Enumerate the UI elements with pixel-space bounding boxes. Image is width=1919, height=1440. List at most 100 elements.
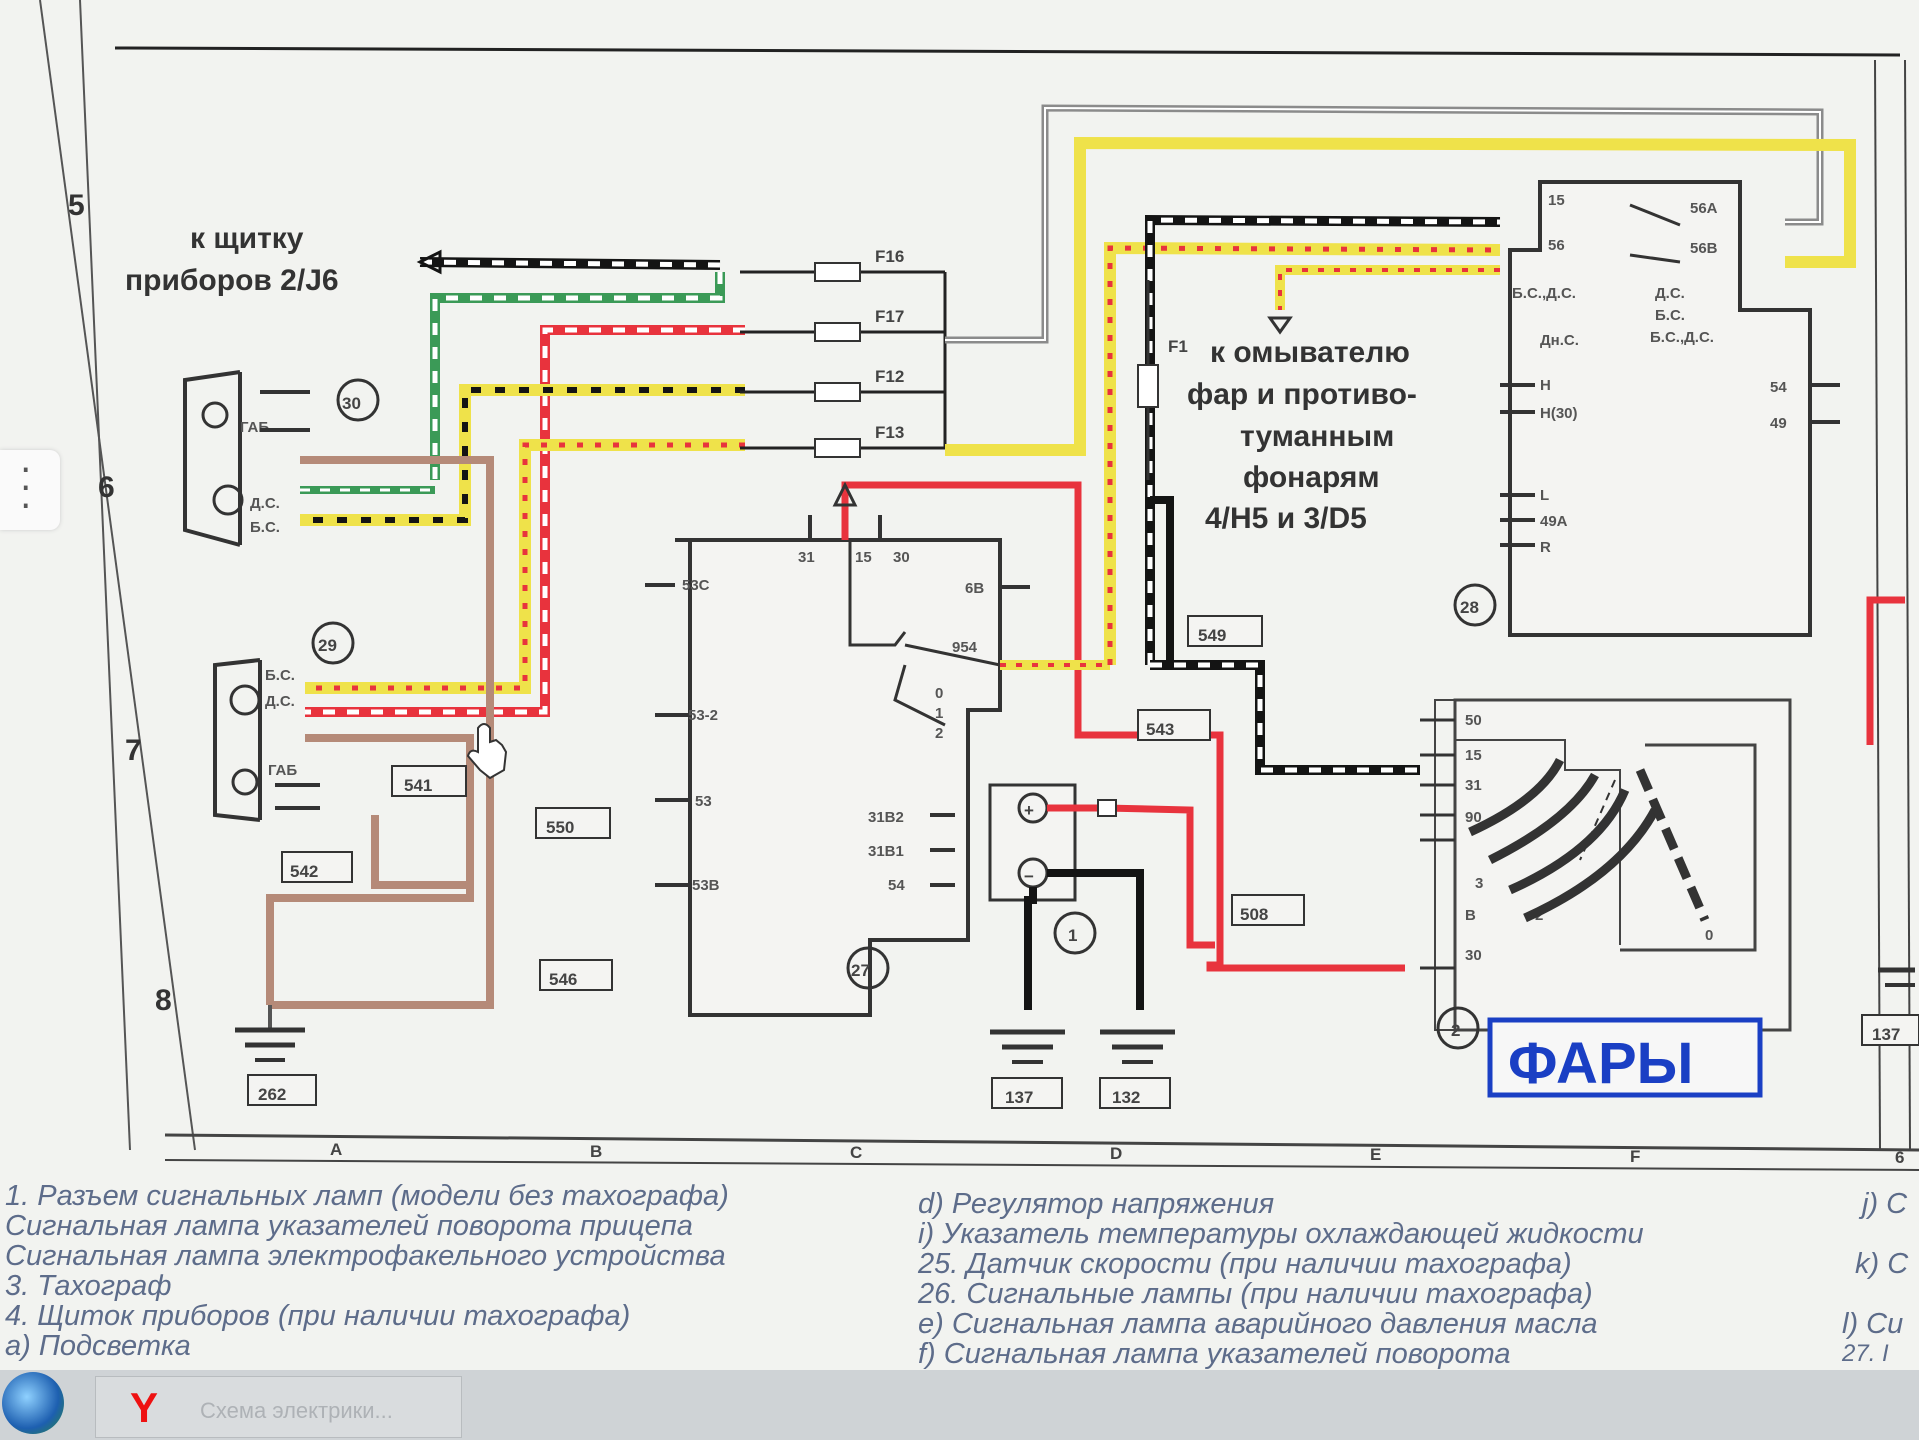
to-cluster-label: к щитку bbox=[190, 222, 304, 255]
svg-text:50: 50 bbox=[1465, 712, 1482, 729]
fuse-f16: F16 bbox=[740, 247, 945, 282]
svg-text:2: 2 bbox=[935, 725, 943, 742]
svg-text:53B: 53B bbox=[692, 877, 720, 894]
svg-text:ГАБ: ГАБ bbox=[240, 419, 269, 436]
svg-text:+: + bbox=[1024, 801, 1034, 820]
to-washer-label: туманным bbox=[1240, 420, 1394, 453]
legend-item: j) C bbox=[1862, 1188, 1908, 1220]
diagram-title: ФАРЫ bbox=[1487, 1017, 1763, 1098]
node-28: 28 bbox=[1460, 598, 1479, 617]
fuse-f17: F17 bbox=[740, 307, 945, 342]
column-letter: B bbox=[590, 1142, 602, 1161]
legend-item: d) Регулятор напряжения bbox=[918, 1188, 1275, 1220]
svg-text:954: 954 bbox=[952, 639, 978, 656]
legend-item: 27. I bbox=[1842, 1340, 1889, 1367]
connector-541: 541 bbox=[391, 765, 467, 797]
svg-text:−: − bbox=[1024, 867, 1034, 886]
svg-text:Д.С.: Д.С. bbox=[1655, 285, 1685, 302]
svg-text:15: 15 bbox=[855, 549, 872, 566]
to-washer-label: к омывателю bbox=[1210, 336, 1410, 369]
lamp-unit-29: Б.С. Д.С. ГАБ bbox=[213, 658, 320, 822]
svg-text:F12: F12 bbox=[875, 367, 904, 386]
node-1: 1 bbox=[1068, 926, 1077, 945]
svg-text:Д.С.: Д.С. bbox=[250, 495, 280, 512]
svg-text:L: L bbox=[1540, 487, 1549, 504]
svg-text:F17: F17 bbox=[875, 307, 904, 326]
row-number: 5 bbox=[68, 189, 85, 222]
svg-text:56B: 56B bbox=[1690, 240, 1718, 257]
ground-137: 137 bbox=[990, 1029, 1065, 1109]
legend-item: 4. Щиток приборов (при наличии тахографа… bbox=[5, 1300, 631, 1332]
svg-text:15: 15 bbox=[1465, 747, 1482, 764]
fuse-f1: F1 bbox=[1137, 280, 1188, 480]
svg-text:53-2: 53-2 bbox=[688, 707, 718, 724]
column-letter: C bbox=[850, 1143, 862, 1162]
svg-text:546: 546 bbox=[549, 970, 577, 989]
svg-text:543: 543 bbox=[1146, 720, 1174, 739]
svg-text:31: 31 bbox=[1465, 777, 1482, 794]
svg-text:56A: 56A bbox=[1690, 200, 1718, 217]
svg-text:137: 137 bbox=[1005, 1088, 1033, 1107]
column-letter: F bbox=[1630, 1147, 1640, 1166]
svg-text:Б.С.: Б.С. bbox=[265, 667, 295, 684]
svg-text:550: 550 bbox=[546, 818, 574, 837]
svg-text:56: 56 bbox=[1548, 237, 1565, 254]
svg-text:31B2: 31B2 bbox=[868, 809, 904, 826]
column-letter: D bbox=[1110, 1144, 1122, 1163]
legend-item: k) C bbox=[1855, 1248, 1909, 1280]
lamp-unit-30: ГАБ Д.С. Б.С. bbox=[183, 370, 310, 547]
legend-item: l) Си bbox=[1842, 1308, 1904, 1340]
svg-text:54: 54 bbox=[1770, 379, 1787, 396]
row-number: 8 bbox=[155, 984, 172, 1017]
svg-text:Д.С.: Д.С. bbox=[265, 693, 295, 710]
connector-543: 543 bbox=[1137, 709, 1211, 741]
legend-item: 1. Разъем сигнальных ламп (модели без та… bbox=[5, 1180, 729, 1212]
taskbar-window-title: Схема электрики... bbox=[200, 1398, 393, 1423]
side-menu-dots-icon[interactable]: ··· bbox=[0, 450, 60, 530]
to-washer-label: 4/H5 и 3/D5 bbox=[1205, 502, 1367, 535]
connector-542: 542 bbox=[281, 851, 353, 883]
ground-262: 262 bbox=[235, 1027, 317, 1106]
legend-item: f) Сигнальная лампа указателей поворота bbox=[918, 1338, 1511, 1370]
node-30: 30 bbox=[342, 394, 361, 413]
to-washer-label: фар и противо- bbox=[1187, 378, 1417, 411]
legend-item: Сигнальная лампа указателей поворота при… bbox=[5, 1210, 693, 1242]
legend-item: a) Подсветка bbox=[5, 1330, 191, 1362]
legend-item: i) Указатель температуры охлаждающей жид… bbox=[918, 1218, 1644, 1250]
svg-text:90: 90 bbox=[1465, 809, 1482, 826]
legend-item: 26. Сигнальные лампы (при наличии тахогр… bbox=[918, 1278, 1593, 1310]
svg-text:6B: 6B bbox=[965, 580, 984, 597]
svg-text:F16: F16 bbox=[875, 247, 904, 266]
legend: 1. Разъем сигнальных ламп (модели без та… bbox=[0, 1180, 1919, 1370]
svg-text:F1: F1 bbox=[1168, 337, 1188, 356]
svg-text:ГАБ: ГАБ bbox=[268, 762, 297, 779]
row-number: 7 bbox=[125, 734, 142, 767]
block-28: 15 56 56A 56B Б.С.,Д.С. Д.С. Б.С. Б.С.,Д… bbox=[1500, 180, 1840, 637]
connector-550: 550 bbox=[535, 807, 611, 839]
svg-text:31: 31 bbox=[798, 549, 815, 566]
svg-text:B: B bbox=[1465, 907, 1476, 924]
svg-text:262: 262 bbox=[258, 1085, 286, 1104]
svg-text:31B1: 31B1 bbox=[868, 843, 904, 860]
svg-text:1: 1 bbox=[935, 705, 943, 722]
taskbar-window-button[interactable] bbox=[95, 1376, 462, 1438]
svg-text:53C: 53C bbox=[682, 577, 710, 594]
cursor-hand-icon bbox=[466, 723, 508, 780]
svg-text:Дн.С.: Дн.С. bbox=[1540, 332, 1579, 349]
connector-508: 508 bbox=[1231, 894, 1305, 926]
svg-text:53: 53 bbox=[695, 793, 712, 810]
column-letter: 6 bbox=[1895, 1148, 1904, 1167]
start-button-globe-icon[interactable] bbox=[2, 1372, 64, 1434]
svg-text:541: 541 bbox=[404, 776, 432, 795]
svg-text:542: 542 bbox=[290, 862, 318, 881]
svg-text:0: 0 bbox=[1705, 927, 1713, 944]
svg-text:H: H bbox=[1540, 377, 1551, 394]
svg-text:Б.С.,Д.С.: Б.С.,Д.С. bbox=[1650, 329, 1714, 346]
yandex-browser-icon: Y bbox=[130, 1384, 159, 1431]
node-27: 27 bbox=[851, 961, 870, 980]
fuse-f12: F12 bbox=[740, 367, 945, 402]
block-27: 53C 53-2 53 53B 31 15 30 6B 954 0 1 2 31… bbox=[645, 515, 1030, 1017]
svg-text:0: 0 bbox=[935, 685, 943, 702]
fuse-f13: F13 bbox=[740, 423, 945, 458]
node-2: 2 bbox=[1451, 1021, 1460, 1040]
